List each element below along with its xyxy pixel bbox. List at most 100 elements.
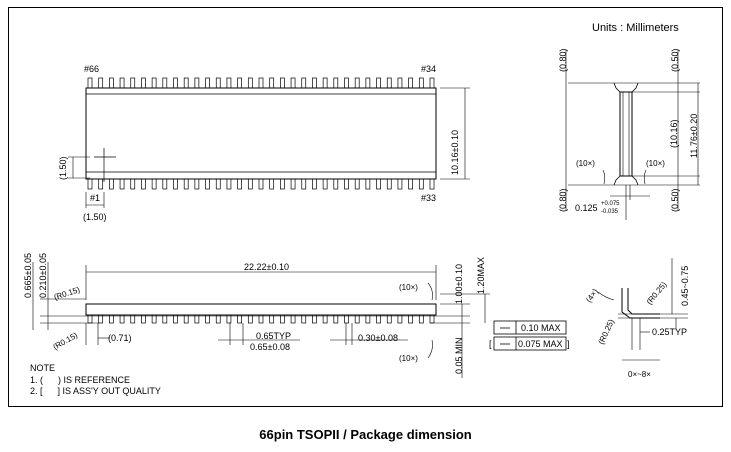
detail-angle: (4×) [584, 287, 600, 304]
top-view-lead-lower [226, 178, 232, 190]
top-view-lead-upper [312, 77, 317, 89]
top-view-lead-upper [141, 77, 146, 89]
side-angle-left: (10×) [576, 159, 595, 168]
top-view-lead-lower [183, 178, 189, 190]
detail-angle-range: 0×~8× [628, 370, 651, 379]
top-view-lead-lower [151, 178, 157, 190]
detail-r-bottom: (R0.25) [597, 318, 617, 346]
top-view-lead-upper [386, 77, 392, 89]
top-view-lead-lower [141, 178, 146, 190]
top-view-lead-lower [322, 178, 328, 190]
top-view-pin1-h: (1.50) [83, 212, 107, 222]
top-view-pin33: #33 [421, 193, 436, 203]
top-view-lead-lower [109, 178, 114, 190]
detail-r-top: (R0.25) [645, 280, 669, 306]
top-view-lead-upper [418, 77, 424, 89]
front-view-body [85, 303, 437, 316]
top-view-lead-lower [215, 178, 221, 190]
top-view-lead-lower [312, 178, 317, 190]
note-title: NOTE [30, 363, 56, 373]
top-view-lead-upper [183, 77, 189, 89]
front-length: 22.22±0.10 [244, 262, 289, 272]
top-view-lead-upper [119, 77, 125, 89]
top-view-lead-lower [290, 178, 296, 190]
side-view-body [619, 91, 633, 177]
svg-text:]: ] [567, 339, 570, 349]
top-view-lead-lower [386, 178, 392, 190]
side-lead-bottom: (0.80) [558, 188, 568, 212]
top-view-lead-lower [119, 178, 125, 190]
top-view-lead-upper [98, 77, 104, 89]
top-view-lead-upper [226, 77, 232, 89]
front-angle-top: (10×) [399, 283, 418, 292]
top-view-lead-upper [130, 77, 136, 89]
top-view-lead-lower [418, 178, 424, 190]
top-view-lead-upper [151, 77, 157, 89]
top-view-lead-upper [87, 77, 93, 89]
side-lead-thickness-minus: -0.035 [601, 209, 619, 215]
detail-foot: 0.45~0.75 [680, 266, 690, 306]
top-view-lead-upper [354, 77, 360, 89]
front-h2: 0.210±0.05 [38, 253, 48, 298]
top-view-lead-upper [376, 77, 381, 89]
front-r-bottom: (R0.15) [52, 330, 80, 351]
front-lead-width: 0.30±0.08 [358, 333, 398, 343]
front-flat1: 0.10 MAX [521, 323, 561, 333]
figure-caption: 66pin TSOPII / Package dimension [259, 427, 472, 442]
top-view-lead-upper [344, 77, 349, 89]
top-view-lead-upper [162, 77, 168, 89]
top-view-lead-lower [397, 178, 403, 190]
front-flat2: 0.075 MAX [518, 339, 563, 349]
top-view-lead-upper [205, 77, 210, 89]
top-view-lead-lower [258, 178, 264, 190]
top-view-lead-upper [215, 77, 221, 89]
front-standoff: 0.05 MIN [454, 337, 464, 374]
top-view-lead-lower [162, 178, 168, 190]
top-view-lead-upper [280, 77, 285, 89]
top-view-lead-lower [354, 178, 360, 190]
units-label: Units : Millimeters [592, 22, 679, 34]
note-2: 2. [ ] IS ASS'Y OUT QUALITY [30, 386, 161, 396]
top-view-lead-upper [301, 77, 307, 89]
top-view-lead-lower [333, 178, 339, 190]
top-view-lead-upper [109, 77, 114, 89]
top-view-lead-lower [344, 178, 349, 190]
top-view-lead-lower [247, 178, 253, 190]
top-view-lead-lower [365, 178, 371, 190]
side-right-top: (0.50) [670, 48, 680, 72]
top-view-lead-upper [194, 77, 200, 89]
top-view-pin34: #34 [421, 64, 436, 74]
top-view-lead-lower [87, 178, 93, 190]
top-view-pin1-v: (1.50) [58, 156, 68, 180]
top-view-lead-lower [301, 178, 307, 190]
top-view-lead-lower [173, 178, 178, 190]
top-view-lead-upper [365, 77, 371, 89]
top-view-lead-lower [376, 178, 381, 190]
side-lead-thickness-plus: +0.075 [601, 201, 620, 207]
top-view-lead-lower [269, 178, 275, 190]
side-overall: 11.76±0.20 [689, 114, 699, 158]
front-h1: 0.665±0.05 [23, 253, 33, 298]
top-view-lead-lower [194, 178, 200, 190]
top-view-lead-lower [130, 178, 136, 190]
top-view-lead-lower [205, 178, 210, 190]
side-lead-thickness: 0.125 [575, 203, 598, 213]
drawing-frame [8, 7, 723, 407]
top-view-lead-lower [280, 178, 285, 190]
svg-text:[: [ [489, 339, 492, 349]
top-view-body-width: 10.16±0.10 [450, 130, 460, 175]
top-view-lead-upper [397, 77, 403, 89]
front-max-height: 1.20MAX [476, 257, 486, 294]
side-body: (10.16) [669, 119, 679, 148]
front-end: (0.71) [108, 333, 132, 343]
top-view-lead-upper [333, 77, 339, 89]
top-view-pin1: #1 [90, 193, 100, 203]
top-view-lead-upper [237, 77, 242, 89]
front-pitch-typ: 0.65TYP [256, 331, 291, 341]
top-view-lead-upper [408, 77, 413, 89]
side-lead-top: (0.80) [558, 48, 568, 72]
top-view-lead-upper [429, 77, 435, 89]
front-angle-bottom: (10×) [399, 354, 418, 363]
top-view-lead-lower [408, 178, 413, 190]
